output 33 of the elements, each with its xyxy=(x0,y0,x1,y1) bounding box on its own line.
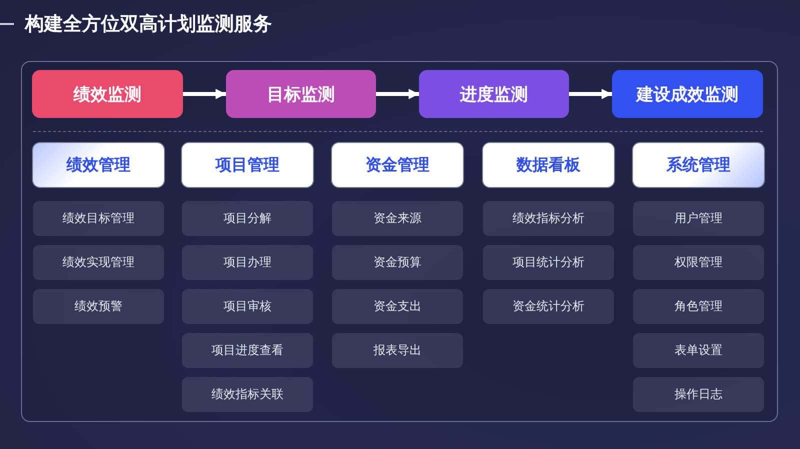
arrow xyxy=(183,88,226,100)
function-tile: 项目审核 xyxy=(182,289,313,324)
function-tile: 绩效指标分析 xyxy=(483,201,614,236)
function-tile: 操作日志 xyxy=(633,377,764,412)
function-tile: 绩效指标关联 xyxy=(182,377,313,412)
arrow xyxy=(569,88,612,100)
process-box: 绩效监测 xyxy=(32,70,183,118)
category-header: 项目管理 xyxy=(182,143,313,187)
function-tile: 角色管理 xyxy=(633,289,764,324)
function-tile: 权限管理 xyxy=(633,245,764,280)
function-tile: 资金来源 xyxy=(332,201,463,236)
function-tile: 项目统计分析 xyxy=(483,245,614,280)
function-tile: 资金统计分析 xyxy=(483,289,614,324)
function-tile: 资金支出 xyxy=(332,289,463,324)
arrow xyxy=(376,88,419,100)
category-header: 绩效管理 xyxy=(33,143,164,187)
function-tile: 项目进度查看 xyxy=(182,333,313,368)
function-tile: 项目办理 xyxy=(182,245,313,280)
category-header: 数据看板 xyxy=(483,143,614,187)
process-box: 进度监测 xyxy=(419,70,569,118)
category-header: 系统管理 xyxy=(633,143,764,187)
function-tile: 用户管理 xyxy=(633,201,764,236)
process-box: 建设成效监测 xyxy=(612,70,763,118)
function-tile: 绩效目标管理 xyxy=(33,201,164,236)
category-header: 资金管理 xyxy=(332,143,463,187)
function-tile: 报表导出 xyxy=(332,333,463,368)
page-title: 构建全方位双高计划监测服务 xyxy=(25,12,272,37)
function-tile: 资金预算 xyxy=(332,245,463,280)
function-tile: 绩效预警 xyxy=(33,289,164,324)
function-tile: 表单设置 xyxy=(633,333,764,368)
function-tile: 项目分解 xyxy=(182,201,313,236)
process-box: 目标监测 xyxy=(226,70,376,118)
function-tile: 绩效实现管理 xyxy=(33,245,164,280)
